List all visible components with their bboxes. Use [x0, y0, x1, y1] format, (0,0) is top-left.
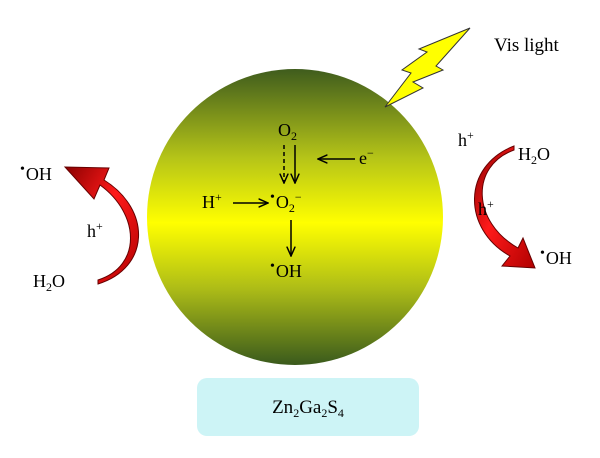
- catalyst-caption-box: Zn2Ga2S4: [197, 378, 419, 436]
- hydroxyl-radical-label: •OH: [270, 259, 302, 281]
- curved-arrow-icon-right: [474, 145, 536, 269]
- superoxide-label: •O2−: [270, 190, 302, 215]
- left-hydroxyl-radical-label: •OH: [20, 162, 52, 184]
- proton-label: H+: [202, 190, 222, 212]
- curved-arrow-icon-left: [63, 166, 139, 285]
- oxygen-label: O2: [278, 120, 297, 143]
- left-hole-label: h+: [87, 219, 103, 241]
- right-hydroxyl-radical-label: •OH: [540, 246, 572, 268]
- right-water-label: H2O: [518, 144, 550, 167]
- electron-label: e−: [359, 146, 374, 168]
- photocatalyst-sphere: [147, 69, 443, 365]
- lightning-bolt-icon: [384, 27, 471, 108]
- right-hole-top-label: h+: [458, 128, 474, 150]
- visible-light-label: Vis light: [494, 35, 559, 56]
- left-water-label: H2O: [33, 271, 65, 294]
- right-hole-mid-label: h+: [478, 197, 494, 219]
- catalyst-formula: Zn2Ga2S4: [272, 396, 344, 420]
